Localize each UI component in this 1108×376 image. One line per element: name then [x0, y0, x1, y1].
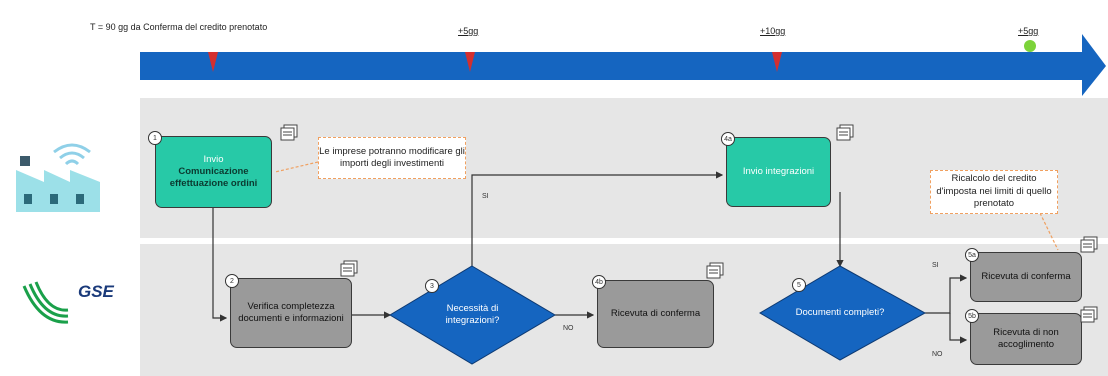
step-4a-badge: 4a	[721, 132, 735, 146]
gse-logo-text: GSE	[78, 282, 114, 301]
step-1-title: Invio	[203, 154, 224, 166]
company-lane	[140, 98, 1108, 238]
branch-no-3: NO	[563, 325, 574, 332]
timeline-arrow	[140, 34, 1106, 96]
document-icon	[280, 124, 302, 142]
timeline-title: T = 90 gg da Conferma del credito prenot…	[90, 22, 268, 32]
decision-3-badge: 3	[425, 279, 439, 293]
step-4b-ricevuta-conferma: Ricevuta di conferma	[597, 280, 714, 348]
step-1-invio-comunicazione: Invio Comunicazione effettuazione ordini	[155, 136, 272, 208]
step-5a-badge: 5a	[965, 248, 979, 262]
document-icon	[1080, 306, 1102, 324]
step-4b-badge: 4b	[592, 275, 606, 289]
document-icon	[1080, 236, 1102, 254]
delay-label-2: +10gg	[760, 26, 786, 36]
factory-wifi-icon	[14, 130, 104, 212]
branch-no-5: NO	[932, 351, 943, 358]
step-2-badge: 2	[225, 274, 239, 288]
timeline-marker-red	[208, 52, 218, 72]
document-icon	[340, 260, 362, 278]
document-icon	[706, 262, 728, 280]
step-1-badge: 1	[148, 131, 162, 145]
delay-label-3: +5gg	[1018, 26, 1039, 36]
gse-logo: GSE	[20, 272, 120, 334]
step-5b-badge: 5b	[965, 309, 979, 323]
branch-si-5: SI	[932, 262, 939, 269]
step-5a-ricevuta-conferma: Ricevuta di conferma	[970, 252, 1082, 302]
note-imprese-modifica: Le imprese potranno modificare gli impor…	[318, 137, 466, 179]
timeline-marker-red	[772, 52, 782, 72]
decision-3-label: Necessità di integrazioni?	[445, 303, 500, 326]
note-ricalcolo-credito: Ricalcolo del credito d'imposta nei limi…	[930, 170, 1058, 214]
step-1-label: Comunicazione effettuazione ordini	[169, 166, 258, 189]
branch-si-3: SI	[482, 193, 489, 200]
step-4a-invio-integrazioni: Invio integrazioni	[726, 137, 831, 207]
step-5b-ricevuta-non-accoglimento: Ricevuta di non accoglimento	[970, 313, 1082, 365]
delay-label-1: +5gg	[458, 26, 479, 36]
decision-5-badge: 5	[792, 278, 806, 292]
document-icon	[836, 124, 858, 142]
step-2-verifica: Verifica completezza documenti e informa…	[230, 278, 352, 348]
decision-5-label: Documenti completi?	[795, 307, 885, 319]
timeline-marker-red	[465, 52, 475, 72]
timeline-marker-green	[1024, 40, 1036, 52]
